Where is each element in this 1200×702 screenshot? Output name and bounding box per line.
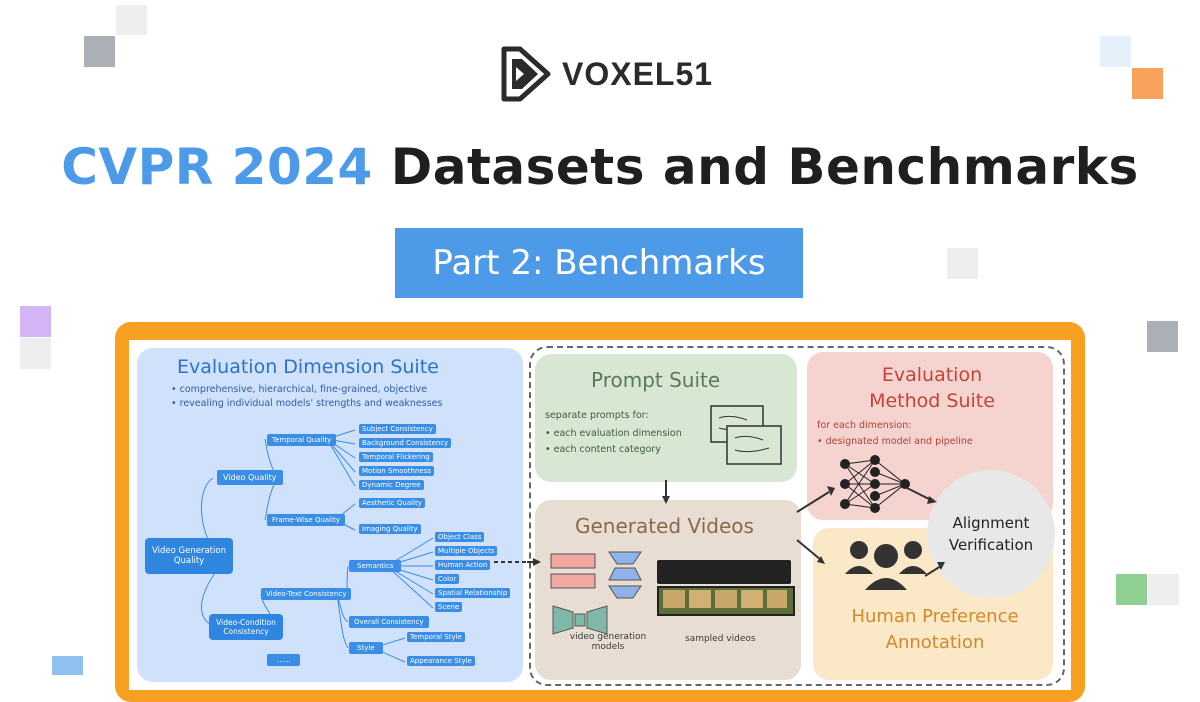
tree-leaf: Object Class: [435, 532, 485, 542]
deco-square: [1100, 36, 1131, 67]
tree-node-semantics: Semantics: [349, 560, 402, 572]
brand-name: VOXEL51: [562, 55, 714, 92]
people-icon: [845, 541, 927, 590]
generated-videos-title: Generated Videos: [575, 514, 754, 538]
tree-leaf: Temporal Flickering: [359, 452, 433, 462]
tree-leaf: Aesthetic Quality: [359, 498, 425, 508]
deco-square: [84, 36, 115, 67]
document-icon: [710, 405, 782, 465]
figure-frame: Evaluation Dimension Suite • comprehensi…: [115, 322, 1085, 702]
video-thumbnail: [741, 590, 763, 608]
tree-leaf: Multiple Objects: [435, 546, 498, 556]
deco-square: [20, 306, 51, 337]
tree-node-video-quality: Video Quality: [217, 470, 283, 485]
eval-dimension-title: Evaluation Dimension Suite: [177, 356, 439, 378]
eval-method-title: Evaluation Method Suite: [869, 364, 995, 412]
tree-leaf: Scene: [435, 602, 463, 612]
tree-node-overall: Overall Consistency: [349, 616, 429, 628]
neural-network-icon: [840, 455, 910, 513]
page-title: CVPR 2024 Datasets and Benchmarks: [0, 138, 1200, 196]
human-preference-title: Human Preference Annotation: [851, 606, 1019, 653]
figure-canvas: Evaluation Dimension Suite • comprehensi…: [129, 340, 1071, 690]
prompt-suite-title: Prompt Suite: [591, 368, 721, 392]
tree-leaf: Motion Smoothness: [359, 466, 435, 476]
deco-square: [1116, 574, 1147, 605]
tree-node-video-text: Video-Text Consistency: [261, 588, 352, 600]
model-diagram-icon: [550, 551, 642, 635]
tree-leaf: Imaging Quality: [359, 524, 421, 534]
deco-square: [20, 338, 51, 369]
tree-node-style: Style: [349, 642, 383, 654]
tree-node-video-condition: Video-Condition Consistency: [209, 614, 283, 640]
eval-dimension-panel: Evaluation Dimension Suite • comprehensi…: [137, 348, 523, 682]
tree-leaf: Dynamic Degree: [359, 480, 424, 490]
tree-node-frame-wise: Frame-Wise Quality: [267, 514, 345, 526]
deco-square: [116, 5, 147, 35]
eval-method-intro: for each dimension:: [817, 420, 912, 431]
tree-leaf: Spatial Relationship: [435, 588, 511, 598]
prompt-suite-intro: separate prompts for:: [545, 410, 649, 421]
brand-logo: VOXEL51: [498, 44, 713, 104]
models-caption: video generation models: [569, 632, 647, 652]
sampled-videos-strip: [657, 560, 795, 624]
deco-square: [1148, 574, 1179, 605]
prompt-suite-bullet: • each evaluation dimension: [545, 428, 682, 439]
tree-node-temporal-quality: Temporal Quality: [267, 434, 337, 446]
flow-arrows: [494, 480, 945, 577]
tree-leaf: Human Action: [435, 560, 491, 570]
tree-leaf: Background Consistency: [359, 438, 452, 448]
eval-method-bullet: • designated model and pipeline: [817, 436, 973, 447]
eval-dimension-bullet: • revealing individual models' strengths…: [171, 398, 443, 409]
prompt-suite-panel: Prompt Suite separate prompts for: • eac…: [535, 354, 797, 482]
tree-leaf: Temporal Style: [407, 632, 465, 642]
tree-leaf: Color: [435, 574, 460, 584]
eval-dimension-bullet: • comprehensive, hierarchical, fine-grai…: [171, 384, 427, 395]
title-accent: CVPR 2024: [61, 138, 373, 196]
video-thumbnail: [689, 590, 711, 608]
tree-node-ellipsis: ......: [267, 654, 301, 666]
video-frame-strip: [657, 560, 791, 584]
tree-root-node: Video Generation Quality: [145, 538, 233, 574]
prompt-suite-bullet: • each content category: [545, 444, 661, 455]
deco-square: [1132, 68, 1163, 99]
video-thumbnail: [715, 590, 737, 608]
voxel51-logo-icon: [501, 46, 551, 102]
title-rest: Datasets and Benchmarks: [372, 138, 1139, 196]
deco-square: [947, 248, 978, 279]
alignment-verification-badge: Alignment Verification: [927, 470, 1055, 598]
sampled-caption: sampled videos: [685, 634, 756, 644]
subtitle-badge: Part 2: Benchmarks: [395, 228, 803, 298]
generated-videos-panel: Generated Videos video generati: [535, 500, 801, 680]
video-thumbnail: [767, 590, 787, 608]
tree-leaf: Subject Consistency: [359, 424, 436, 434]
tree-leaf: Appearance Style: [407, 656, 475, 666]
deco-square: [52, 656, 83, 675]
deco-square: [1147, 321, 1178, 352]
video-thumbnail: [663, 590, 685, 608]
